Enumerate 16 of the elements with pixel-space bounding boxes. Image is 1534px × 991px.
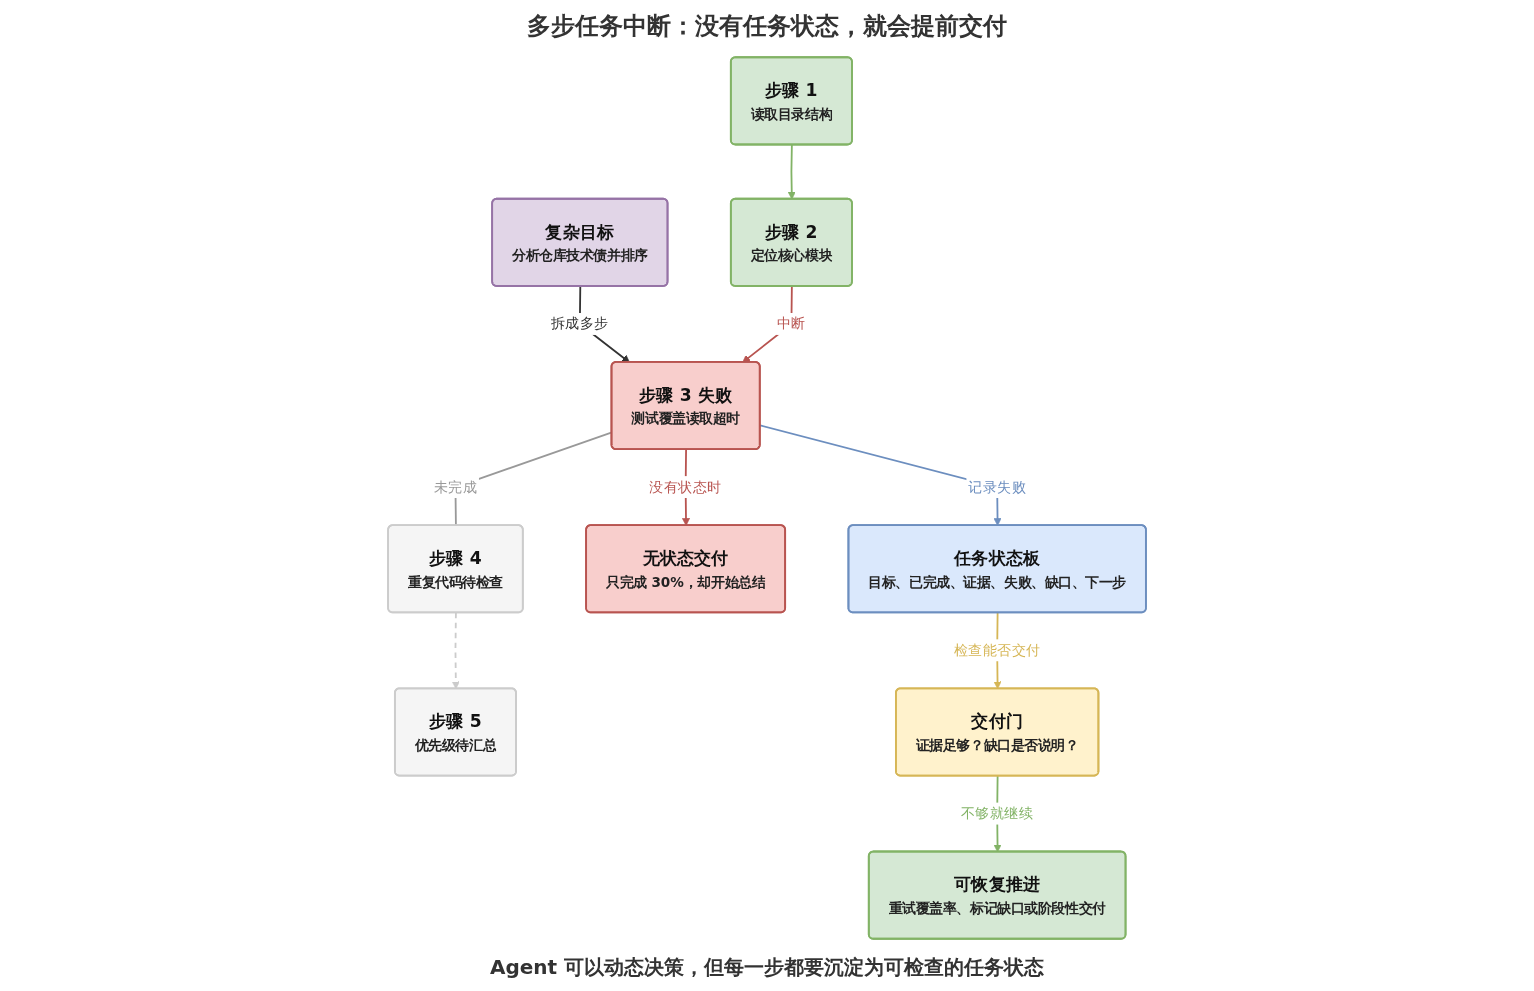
process-box: 步骤 4 重复代码待检查 — [387, 524, 524, 614]
process-box: 步骤 1 读取目录结构 — [729, 56, 853, 146]
arrow — [787, 144, 796, 200]
diagram-caption: Agent 可以动态决策，但每一步都要沉淀为可检查的任务状态 — [489, 954, 1045, 981]
process-box: 复杂目标 分析仓库技术债并排序 — [491, 197, 669, 287]
edge-label: 中断 — [776, 313, 806, 335]
edge-label: 拆成多步 — [550, 313, 609, 335]
process-box: 步骤 3 失败 测试覆盖读取超时 — [610, 361, 761, 451]
process-box: 无状态交付 只完成 30%，却开始总结 — [585, 524, 787, 614]
diagram-title: 多步任务中断：没有任务状态，就会提前交付 — [527, 11, 1007, 42]
arrow — [451, 611, 460, 690]
process-box: 步骤 2 定位核心模块 — [729, 197, 853, 287]
process-box: 交付门 证据足够？缺口是否说明？ — [895, 687, 1100, 777]
process-box: 步骤 5 优先级待汇总 — [393, 687, 517, 777]
process-box: 任务状态板 目标、已完成、证据、失败、缺口、下一步 — [847, 524, 1147, 614]
process-box: 可恢复推进 重试覆盖率、标记缺口或阶段性交付 — [867, 850, 1127, 940]
